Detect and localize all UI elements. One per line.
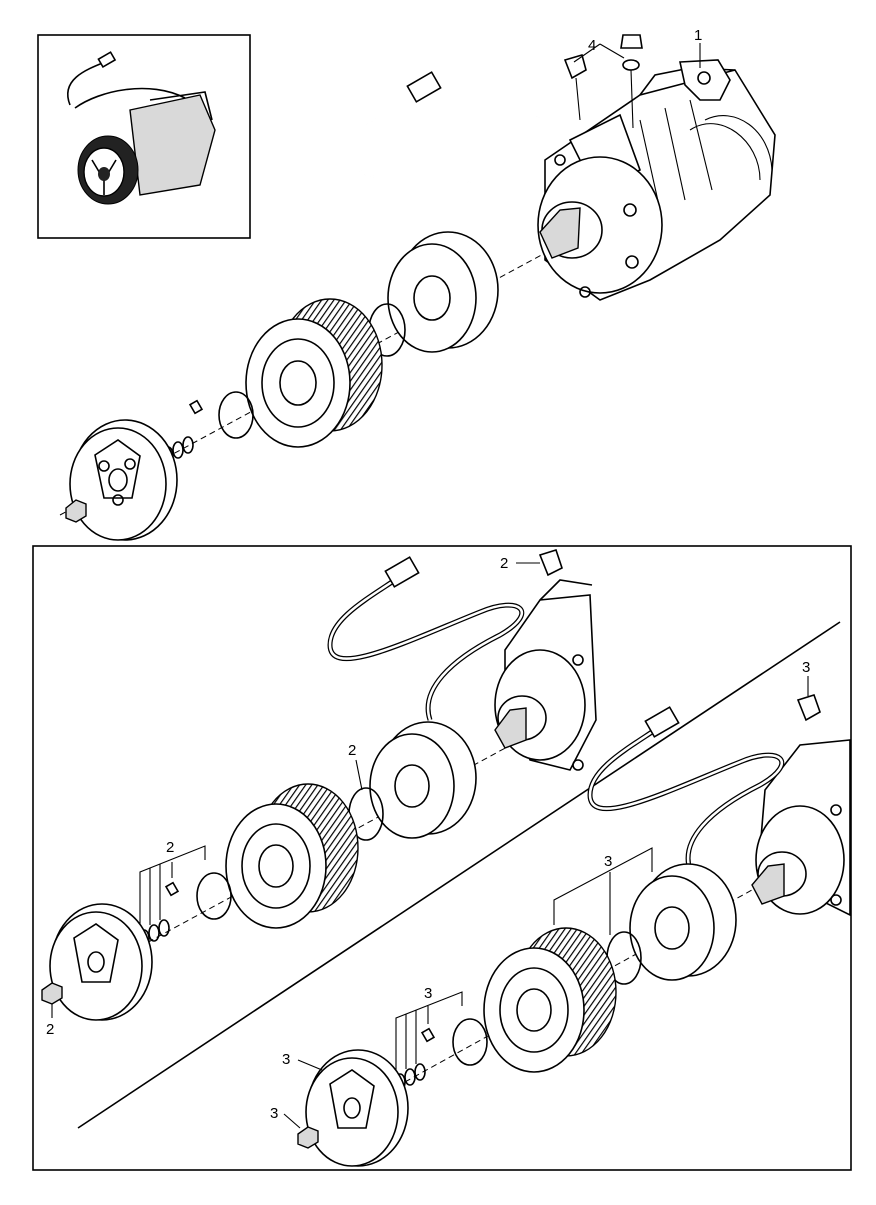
upper-nut: [65, 499, 87, 523]
detail-frame: [32, 545, 852, 1171]
variant-a-compressor: [494, 579, 597, 771]
callout-3-pulley: 3: [604, 853, 612, 870]
callout-3-plate: 3: [282, 1051, 290, 1068]
upper-key: [188, 399, 204, 415]
variant-a-connector-icon: [384, 556, 420, 588]
variant-a-clutch-plate: [49, 903, 153, 1021]
variant-b-harness: [587, 706, 785, 871]
upper-retainer-ring: [218, 391, 254, 439]
upper-field-coil: [387, 231, 499, 353]
variant-b-nut: [297, 1126, 319, 1149]
upper-pulley: [245, 298, 383, 448]
variant-a-pulley: [225, 783, 359, 929]
upper-valve-plug: 4: [563, 34, 643, 129]
inset-compressor: [67, 51, 216, 205]
inset-frame: [37, 34, 251, 239]
variant-b-retainer-ring: [452, 1018, 488, 1066]
upper-wire-harness: [353, 71, 543, 233]
variant-a-exploded-view: 2 2: [41, 549, 597, 1038]
variant-b-connector-icon: [644, 706, 680, 738]
variant-a-harness: [327, 556, 525, 721]
variant-b-pulley: [483, 927, 617, 1073]
callout-4: 4: [588, 37, 596, 54]
compressor-callout: 1: [694, 27, 702, 68]
variant-a-retainer-ring: [196, 872, 232, 920]
variant-b-clutch-plate: 3: [282, 1049, 409, 1167]
callout-3-shims: 3: [424, 985, 432, 1002]
upper-compressor-body: [537, 59, 776, 301]
variant-b-compressor: [751, 739, 851, 917]
callout-1: 1: [694, 27, 702, 44]
callout-2-nut: 2: [46, 1021, 54, 1038]
variant-b-sensor: 3: [796, 659, 821, 722]
variant-b-exploded-view: 3 3: [270, 659, 851, 1167]
callout-2-sensor: 2: [500, 555, 508, 572]
callout-2-shims: 2: [166, 839, 174, 856]
variant-b-key: [420, 1027, 436, 1043]
callout-3-nut: 3: [270, 1105, 278, 1122]
variant-a-sensor: 2: [500, 549, 563, 577]
variant-a-nut: [41, 982, 63, 1005]
callout-2-ring: 2: [348, 742, 356, 759]
upper-clutch-plate: [69, 419, 178, 541]
variant-b-shims: 3: [394, 985, 463, 1091]
upper-exploded-view: 4 1: [59, 27, 776, 541]
callout-3-sensor: 3: [802, 659, 810, 676]
variant-a-key: [164, 881, 180, 897]
variant-b-bracket-3: 3: [553, 847, 653, 935]
variant-b-field-coil: [629, 863, 737, 981]
detail-divider: [77, 621, 841, 1129]
inset-thumbnail: [37, 34, 251, 239]
variant-a-field-coil: [369, 721, 477, 839]
upper-connector-icon: [406, 71, 442, 103]
detail-box: [32, 545, 852, 1171]
